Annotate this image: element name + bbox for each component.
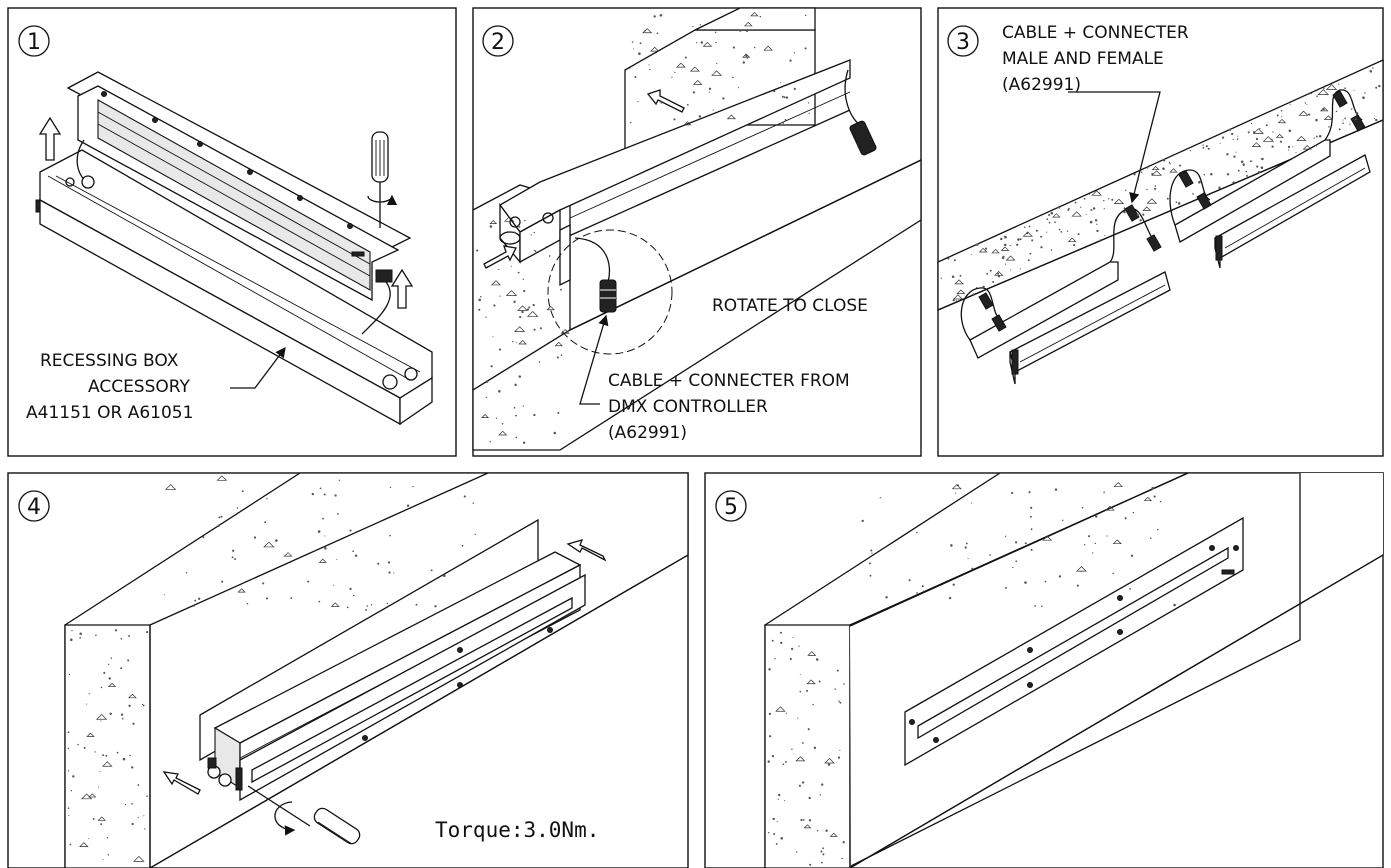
screwdriver-icon <box>367 131 398 228</box>
leader-recessing-box <box>230 346 286 389</box>
lift-arrow-right <box>390 268 414 309</box>
label-torque: Torque:3.0Nm. <box>435 818 599 842</box>
cable-3-a <box>960 287 1001 341</box>
step-1-badge <box>18 25 50 57</box>
connector-pair-icons <box>978 90 1366 332</box>
cable-3-b <box>1109 207 1161 263</box>
panel-5: 5 <box>704 472 1384 868</box>
label-cable-mf-1: CABLE + CONNECTER <box>1002 23 1189 43</box>
concrete-wall-drawing <box>472 7 922 451</box>
step-2-badge <box>482 25 514 57</box>
label-cable-dmx-3: (A62991) <box>608 423 687 443</box>
step-5-number: 5 <box>724 495 738 520</box>
cable-3-c <box>1169 169 1211 226</box>
concrete-block-5-drawing <box>764 472 1384 868</box>
push-arrow-4-top <box>566 539 607 562</box>
fixture-3-right-drawing <box>1174 139 1371 269</box>
connector-right-icon <box>849 120 877 156</box>
push-arrow-bottom <box>483 245 517 269</box>
step-4-number: 4 <box>27 495 41 520</box>
panel-2: 2 <box>472 7 922 457</box>
push-arrow-4-left <box>162 771 201 795</box>
fixture-4-drawing <box>213 551 586 802</box>
fixture-3-left-drawing <box>969 261 1171 385</box>
label-cable-dmx-2: DMX CONTROLLER <box>608 397 768 417</box>
panel-3-frame <box>937 7 1384 457</box>
faceplate-5-drawing <box>904 516 1244 767</box>
lift-arrow-left <box>38 116 62 161</box>
fixture-body-drawing <box>66 71 412 335</box>
step-3-badge <box>947 25 979 57</box>
panel-1: 1 <box>7 7 457 457</box>
fixture-slide-drawing <box>499 59 851 287</box>
label-cable-dmx-1: CABLE + CONNECTER FROM <box>608 371 850 391</box>
step-5-badge <box>715 490 747 522</box>
panel-3: 3 <box>937 7 1384 457</box>
step-2-number: 2 <box>491 30 505 55</box>
step-4-badge <box>18 490 50 522</box>
panel-1-frame <box>7 7 457 457</box>
step-3-number: 3 <box>956 30 970 55</box>
label-rotate-to-close: ROTATE TO CLOSE <box>712 296 868 316</box>
panel-4: 4 <box>7 472 689 868</box>
connector-cluster-4 <box>207 757 232 787</box>
recessing-box-drawing <box>35 149 433 426</box>
detail-circle <box>547 229 673 355</box>
cable-left <box>574 237 611 283</box>
cable-3-d <box>1324 89 1363 141</box>
push-arrow-top <box>646 89 685 113</box>
step-1-number: 1 <box>27 30 41 55</box>
label-recessing-box-3: A41151 OR A61051 <box>26 403 193 423</box>
label-cable-mf-3: (A62991) <box>1002 75 1081 95</box>
connector-left-icon <box>599 279 617 313</box>
label-recessing-box-2: ACCESSORY <box>88 377 190 397</box>
concrete-speckles <box>67 11 1381 866</box>
leader-cable-male-female <box>1068 91 1161 204</box>
screwdriver-4-icon <box>247 785 361 845</box>
label-cable-mf-2: MALE AND FEMALE <box>1002 49 1164 69</box>
leader-cable-dmx <box>579 314 609 405</box>
label-recessing-box-1: RECESSING BOX <box>40 351 179 371</box>
